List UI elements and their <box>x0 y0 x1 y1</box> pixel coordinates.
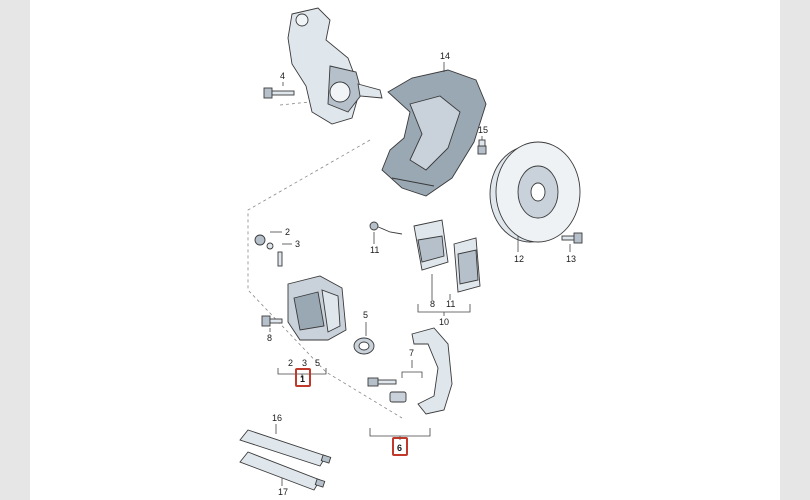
label-1: 1 <box>300 374 305 384</box>
bolt-15 <box>477 139 487 155</box>
label-15: 15 <box>478 125 488 135</box>
label-16: 16 <box>272 413 282 423</box>
label-11b: 11 <box>446 299 455 309</box>
bracket-10 <box>417 304 471 313</box>
bracket-6 <box>369 428 431 437</box>
label-13: 13 <box>566 254 576 264</box>
brake-caliper <box>287 275 347 341</box>
assembly-dashed-line <box>279 101 311 106</box>
highlight-box-6 <box>392 437 408 456</box>
steering-knuckle <box>287 7 383 125</box>
label-11a: 11 <box>370 245 379 255</box>
splash-shield <box>381 69 487 197</box>
label-8b: 8 <box>430 299 435 309</box>
brake-pad-inner <box>413 219 449 271</box>
group1-label-3: 3 <box>302 358 307 368</box>
label-3: 3 <box>295 239 300 249</box>
bolt-4 <box>263 87 295 99</box>
diagram-sheet: 4 14 15 12 13 11 <box>30 0 780 500</box>
label-4: 4 <box>280 71 285 81</box>
label-14: 14 <box>440 51 450 61</box>
label-5: 5 <box>363 310 368 320</box>
highlight-box-1 <box>295 368 311 387</box>
label-6: 6 <box>397 443 402 453</box>
label-17: 17 <box>278 487 288 497</box>
exploded-brake-diagram: 4 14 15 12 13 11 <box>239 7 583 497</box>
grease-tube-17 <box>239 451 326 491</box>
bolt-13 <box>561 232 583 244</box>
group1-label-5: 5 <box>315 358 320 368</box>
label-8a: 8 <box>267 333 272 343</box>
brake-pad-outer <box>453 237 481 293</box>
wear-sensor <box>369 221 403 235</box>
guide-sleeve <box>389 391 407 403</box>
group1-label-2: 2 <box>288 358 293 368</box>
bolt-8 <box>261 315 283 327</box>
label-12: 12 <box>514 254 524 264</box>
guide-pin <box>367 377 397 387</box>
bleed-valve <box>254 234 283 267</box>
pad-retaining-spring <box>411 327 453 415</box>
label-10: 10 <box>439 317 449 327</box>
brake-disc <box>489 141 581 243</box>
label-7: 7 <box>409 348 414 358</box>
grease-tube-16 <box>239 429 332 467</box>
label-2: 2 <box>285 227 290 237</box>
piston-seal <box>353 337 375 355</box>
bracket-7 <box>401 371 423 378</box>
